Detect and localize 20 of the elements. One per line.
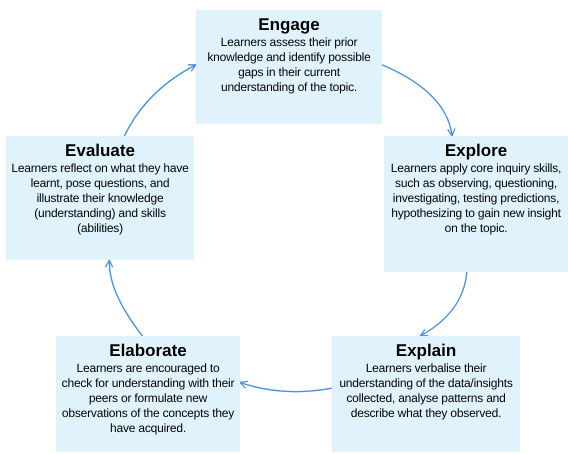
stage-box (384, 136, 568, 272)
stage-description: Learners assess their prior knowledge and identify possible gaps in their current understanding of the topic. (206, 35, 372, 95)
stage-box (56, 336, 240, 452)
curved-arrow (105, 259, 144, 336)
stage-title: Evaluate (65, 140, 135, 161)
stage-box (332, 336, 520, 452)
curved-arrow (420, 272, 468, 337)
curved-arrow (124, 64, 197, 136)
stage-description: Learners apply core inquiry skills, such as observing, questioning, investigating, testing predictions, hypothesizing to gain new insight on the topic. (390, 161, 562, 236)
stage-description: Learners reflect on what they have learnt, pose questions, and illustrate their knowledge (understanding) and skills (abilities) (10, 161, 190, 236)
curved-arrow (382, 64, 455, 137)
stage-description: Learners are encouraged to check for understanding with their peers or formulate new observations of the concepts they have acquired. (60, 361, 236, 436)
stage-title: Explain (396, 340, 456, 361)
stage-title: Explore (444, 140, 508, 161)
stage-box (196, 10, 382, 124)
stage-title: Engage (258, 14, 320, 35)
stage-box (6, 136, 194, 260)
curved-arrow (239, 380, 332, 392)
stage-title: Elaborate (109, 340, 187, 361)
stage-description: Learners verbalise their understanding of the data/insights collected, analyse patterns and describe what they observed. (338, 361, 514, 421)
